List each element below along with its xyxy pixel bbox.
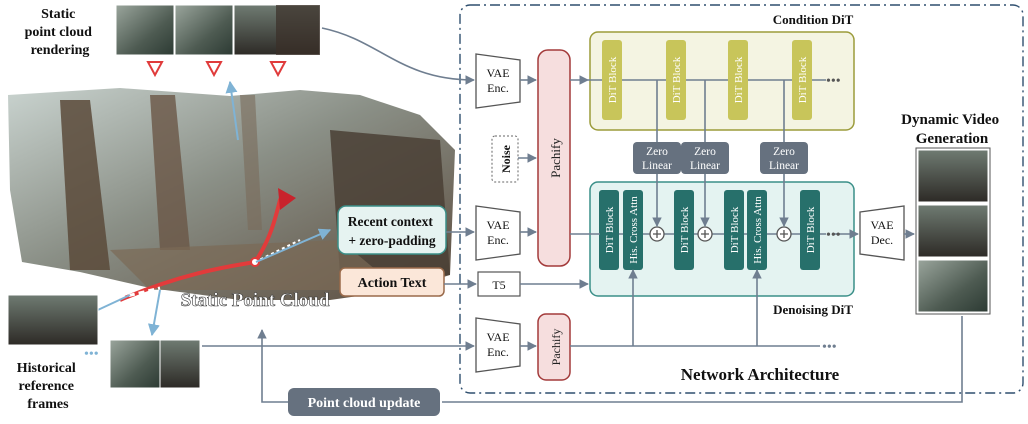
- network-architecture-frame: [459, 4, 1024, 394]
- denoising-dit-block: DiT Block: [674, 190, 694, 270]
- network-architecture-label: Network Architecture: [681, 365, 840, 384]
- svg-text:DiT Block: DiT Block: [671, 56, 683, 103]
- condition-dit-block: DiT Block: [602, 40, 622, 120]
- recent-context-arrow: [255, 228, 332, 263]
- static-render-label: Static point cloud rendering: [25, 7, 96, 58]
- connectors: [202, 27, 963, 403]
- t5-box: [477, 271, 521, 297]
- his-cross-attn-block: His. Cross Attn: [623, 190, 643, 270]
- denoising-dit-container: [589, 181, 855, 297]
- svg-text:DiT Block: DiT Block: [679, 206, 691, 253]
- bottom-dots: •••: [822, 340, 837, 355]
- render-arrow: [225, 80, 239, 141]
- historical-dots: •••: [84, 347, 99, 362]
- action-text-box: [339, 267, 445, 297]
- condition-dit-block: DiT Block: [666, 40, 686, 120]
- pachify-tall: [537, 49, 571, 267]
- historical-label: Historical reference frames: [17, 361, 80, 412]
- denoising-dit-label: Denoising DiT: [773, 302, 853, 317]
- his-cross-attn-block: His. Cross Attn: [747, 190, 767, 270]
- pachify-small: [537, 313, 571, 381]
- generated-frames: [915, 147, 991, 315]
- recent-context-label: Recent context + zero-padding: [348, 214, 436, 248]
- svg-text:DiT Block: DiT Block: [733, 56, 745, 103]
- noise-label: Noise: [499, 144, 513, 173]
- svg-text:DiT Block: DiT Block: [607, 56, 619, 103]
- action-text-label: Action Text: [358, 276, 427, 291]
- condition-dit-label: Condition DiT: [773, 12, 854, 27]
- pachify-small-label: Pachify: [549, 329, 563, 366]
- condition-dit-block: DiT Block: [792, 40, 812, 120]
- dynamic-video-label: Dynamic Video Generation: [901, 112, 1003, 147]
- condition-dit-container: [589, 31, 855, 131]
- point-cloud-update-box: [288, 388, 440, 416]
- historical-arrow-2: [147, 289, 161, 337]
- static-point-cloud-label: Static Point Cloud: [181, 290, 330, 311]
- denoising-dit-block: DiT Block: [800, 190, 820, 270]
- svg-text:DiT Block: DiT Block: [805, 206, 817, 253]
- render-thumbnails: [115, 4, 321, 56]
- svg-text:DiT Block: DiT Block: [729, 206, 741, 253]
- condition-dots: •••: [826, 74, 841, 89]
- svg-text:His. Cross Attn: His. Cross Attn: [628, 196, 640, 264]
- recent-context-box: [337, 205, 447, 255]
- red-triangle-3: [269, 61, 287, 78]
- condition-dit-block: DiT Block: [728, 40, 748, 120]
- pachify-tall-label: Pachify: [548, 138, 563, 178]
- svg-text:DiT Block: DiT Block: [797, 56, 809, 103]
- t5-label: T5: [492, 278, 505, 292]
- historical-frames: [7, 294, 201, 389]
- add-circle-icon: [776, 226, 792, 242]
- red-triangle-1: [146, 61, 164, 78]
- svg-text:His. Cross Attn: His. Cross Attn: [752, 196, 764, 264]
- denoising-dit-block: DiT Block: [724, 190, 744, 270]
- denoising-dit-block: DiT Block: [599, 190, 619, 270]
- point-cloud-update-label: Point cloud update: [308, 396, 421, 411]
- denoising-dots: •••: [826, 228, 841, 243]
- noise-box: [491, 135, 519, 183]
- red-triangle-2: [205, 61, 223, 78]
- add-circle-icon: [697, 226, 713, 242]
- svg-text:DiT Block: DiT Block: [604, 206, 616, 253]
- add-circle-icon: [649, 226, 665, 242]
